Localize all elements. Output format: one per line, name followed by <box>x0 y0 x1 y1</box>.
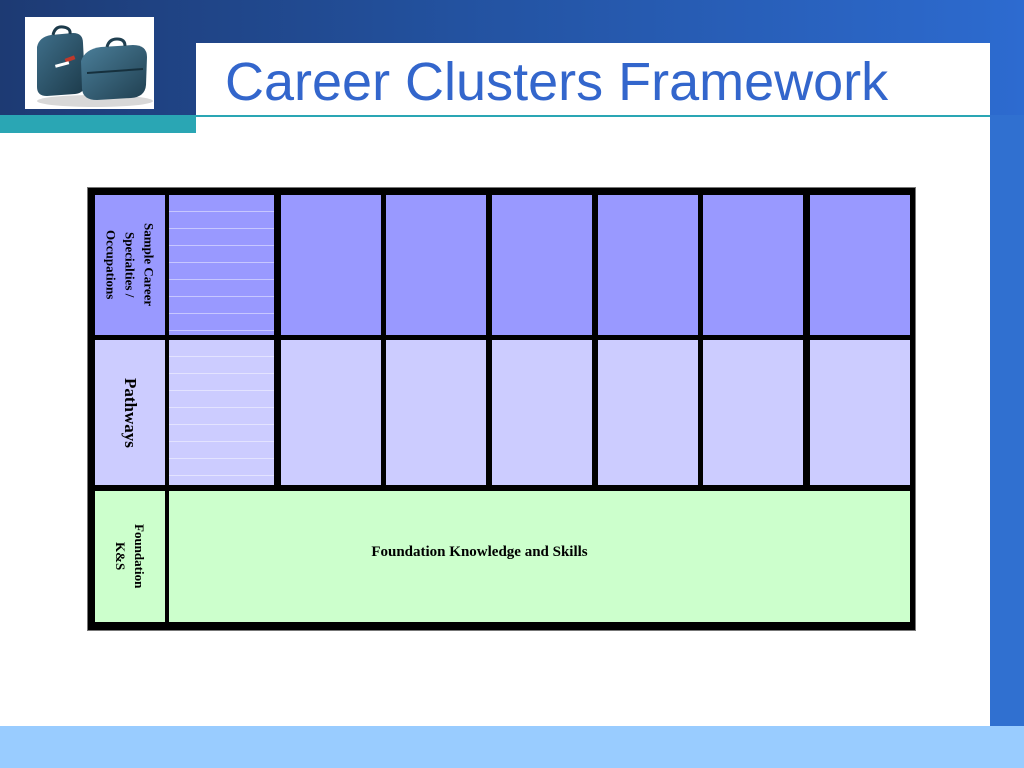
pathway-cell-6 <box>703 340 803 485</box>
career-clusters-framework: Sample Career Specialties / Occupations … <box>87 187 916 631</box>
foundation-row-label: Foundation K&S <box>95 491 165 622</box>
title-underline <box>196 115 1024 117</box>
occupation-cell-2 <box>281 195 381 335</box>
occupations-label-text: Sample Career Specialties / Occupations <box>103 223 157 307</box>
occupation-cell-1 <box>169 195 274 335</box>
pathway-cell-1 <box>169 340 274 485</box>
pathways-row-label: Pathways <box>95 340 165 485</box>
foundation-cell: Foundation Knowledge and Skills <box>169 491 910 622</box>
luggage-icon <box>25 17 154 109</box>
occupations-row-label: Sample Career Specialties / Occupations <box>95 195 165 335</box>
foundation-text: Foundation Knowledge and Skills <box>371 544 588 560</box>
occupation-cell-4 <box>492 195 592 335</box>
pathway-cell-7 <box>810 340 910 485</box>
pathway-cell-5 <box>598 340 698 485</box>
occupation-cell-6 <box>703 195 803 335</box>
occupation-cell-5 <box>598 195 698 335</box>
pathways-label-text: Pathways <box>121 377 140 448</box>
occupation-cell-3 <box>386 195 486 335</box>
footer-band <box>0 726 1024 768</box>
pathway-cell-3 <box>386 340 486 485</box>
occupation-cell-7 <box>810 195 910 335</box>
foundation-label-text: Foundation K&S <box>113 524 147 589</box>
slide-title: Career Clusters Framework <box>225 52 889 112</box>
right-accent-bar <box>990 115 1024 750</box>
pathway-cell-2 <box>281 340 381 485</box>
title-panel <box>196 43 990 115</box>
pathway-cell-4 <box>492 340 592 485</box>
luggage-image <box>25 17 154 109</box>
header-accent-block <box>0 115 196 133</box>
